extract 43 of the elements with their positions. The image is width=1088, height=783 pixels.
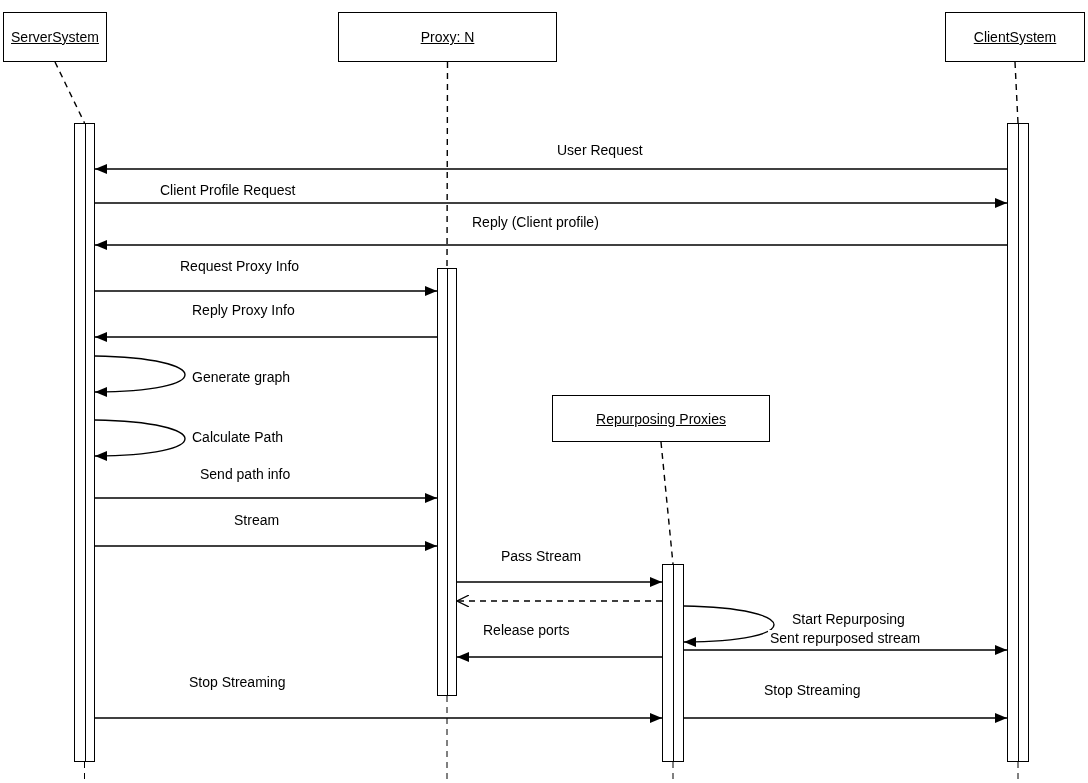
message-arrow bbox=[456, 652, 663, 662]
message-arrow bbox=[456, 577, 663, 587]
message-arrow bbox=[94, 493, 438, 503]
edge-label: Stop Streaming bbox=[187, 674, 288, 690]
return-arrow bbox=[456, 594, 663, 608]
edge-label: User Request bbox=[555, 142, 645, 158]
edge-label: Generate graph bbox=[190, 369, 293, 385]
message-arrow bbox=[94, 286, 438, 296]
edge-label: Request Proxy Info bbox=[178, 258, 302, 274]
edge-label: Client Profile Request bbox=[158, 182, 298, 198]
self-message-arrow bbox=[94, 419, 186, 461]
edge-label: Release ports bbox=[481, 622, 572, 638]
message-arrow bbox=[683, 713, 1008, 723]
self-message-arrow bbox=[683, 605, 775, 647]
edge-label: Send path info bbox=[198, 466, 293, 482]
lifeline bbox=[660, 441, 674, 565]
message-arrow bbox=[94, 713, 663, 723]
edge-label: Calculate Path bbox=[190, 429, 286, 445]
message-arrow bbox=[94, 198, 1008, 208]
lifeline bbox=[446, 61, 449, 269]
edge-label: Reply (Client profile) bbox=[470, 214, 601, 230]
participant-box: ServerSystem bbox=[3, 12, 107, 62]
edge-label: Stream bbox=[232, 512, 282, 528]
activation-bar bbox=[74, 123, 95, 762]
participant-box: ClientSystem bbox=[945, 12, 1085, 62]
edge-label: Pass Stream bbox=[499, 548, 584, 564]
edge-label: Reply Proxy Info bbox=[190, 302, 297, 318]
message-arrow bbox=[94, 332, 438, 342]
message-arrow bbox=[94, 164, 1008, 174]
lifeline bbox=[1014, 61, 1019, 124]
edge-label: Stop Streaming bbox=[762, 682, 863, 698]
activation-bar bbox=[1007, 123, 1029, 762]
participant-box: Proxy: N bbox=[338, 12, 557, 62]
edge-label: Sent repurposed stream bbox=[768, 630, 923, 646]
message-arrow bbox=[683, 645, 1008, 655]
self-message-arrow bbox=[94, 355, 186, 397]
activation-bar bbox=[437, 268, 457, 696]
lifeline bbox=[54, 61, 86, 124]
activation-bar bbox=[662, 564, 684, 762]
message-arrow bbox=[94, 240, 1008, 250]
message-arrow bbox=[94, 541, 438, 551]
participant-box: Repurposing Proxies bbox=[552, 395, 770, 442]
edge-label: Start Repurposing bbox=[790, 611, 907, 627]
